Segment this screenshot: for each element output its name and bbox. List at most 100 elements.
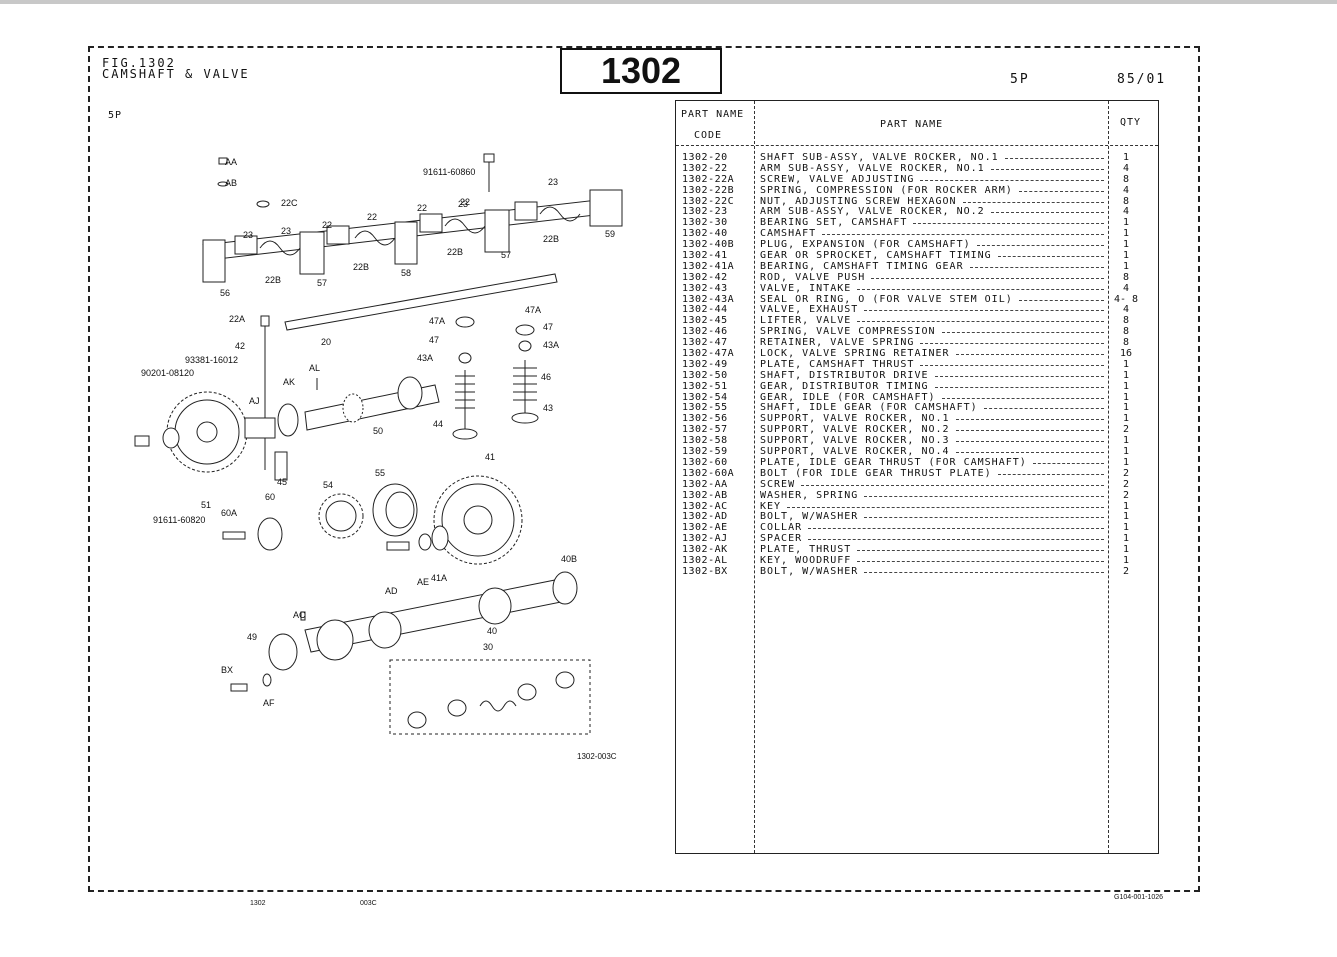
part-name: BOLT, W/WASHER <box>760 565 859 577</box>
callout-label: AC <box>293 610 306 620</box>
rocker-arm-4 <box>514 201 538 221</box>
callout-label: 57 <box>501 250 511 260</box>
callout-label: 49 <box>247 632 257 642</box>
part-code: 1302-AB <box>682 489 728 501</box>
part-name: PLUG, EXPANSION (FOR CAMSHAFT) <box>760 239 971 251</box>
callout-label: 22B <box>543 234 559 244</box>
part-code: 1302-45 <box>682 315 728 327</box>
seal-43a <box>458 352 472 364</box>
part-quantity: 4 <box>1122 282 1130 294</box>
figure-number: 1302 <box>600 50 682 91</box>
part-code: 1302-AD <box>682 511 728 523</box>
callout-label: 40B <box>561 554 577 564</box>
part-quantity: 1 <box>1122 152 1130 163</box>
spring-22b-4 <box>539 206 581 222</box>
leader-line <box>864 517 1104 519</box>
callout-label: 47A <box>525 305 541 315</box>
leader-line <box>991 168 1104 170</box>
column-header-qty: QTY <box>1120 117 1142 128</box>
part-code: 1302-AK <box>682 544 728 556</box>
part-quantity: 1 <box>1122 554 1130 566</box>
callout-label: 22B <box>353 262 369 272</box>
bearing-30-4 <box>517 683 537 701</box>
idle-and-timing-gears <box>222 475 523 565</box>
washer-af <box>262 673 272 687</box>
spring-22b-3 <box>444 218 486 234</box>
part-name: SPRING, VALVE COMPRESSION <box>760 326 936 338</box>
part-code: 1302-46 <box>682 326 728 338</box>
part-name: SUPPORT, VALVE ROCKER, NO.4 <box>760 446 950 458</box>
part-code: 1302-40 <box>682 228 728 240</box>
callout-label: 93381-16012 <box>185 355 238 365</box>
washer-ab <box>217 181 229 187</box>
callout-label: 91611-60860 <box>423 167 475 177</box>
callout-label: 22B <box>265 275 281 285</box>
callout-label: 59 <box>605 229 615 239</box>
leader-line <box>1005 158 1104 159</box>
callout-label: 46 <box>541 372 551 382</box>
part-name: GEAR, IDLE (FOR CAMSHAFT) <box>760 391 936 403</box>
part-quantity: 1 <box>1122 402 1130 414</box>
leader-line <box>871 277 1104 279</box>
leader-line <box>956 441 1104 443</box>
bearing-30-2 <box>447 699 467 717</box>
part-name: ARM SUB-ASSY, VALVE ROCKER, NO.2 <box>760 206 985 218</box>
leader-line <box>963 201 1104 203</box>
page-frame <box>88 46 1200 892</box>
part-quantity: 2 <box>1122 424 1130 436</box>
part-quantity: 4 <box>1122 184 1130 196</box>
callout-label: 60A <box>221 508 237 518</box>
part-code: 1302-22B <box>682 184 735 196</box>
part-name: SUPPORT, VALVE ROCKER, NO.1 <box>760 413 950 425</box>
part-code: 1302-60 <box>682 456 728 468</box>
bolt-60a <box>222 531 246 540</box>
part-code: 1302-41 <box>682 250 728 262</box>
part-name: SUPPORT, VALVE ROCKER, NO.2 <box>760 424 950 436</box>
part-name: GEAR OR SPROCKET, CAMSHAFT TIMING <box>760 250 992 262</box>
part-quantity: 4 <box>1122 162 1130 174</box>
rocker-shaft-20 <box>284 273 558 331</box>
part-code: 1302-56 <box>682 413 728 425</box>
callout-label: 22 <box>460 197 470 207</box>
bolt-91611-60820 <box>134 435 150 447</box>
part-code: 1302-40B <box>682 239 735 251</box>
bolt-bx <box>230 683 248 692</box>
part-name: SPACER <box>760 533 803 545</box>
callout-label: 23 <box>243 230 253 240</box>
part-quantity: 2 <box>1122 467 1130 479</box>
part-name: SHAFT, DISTRIBUTOR DRIVE <box>760 369 929 381</box>
callout-label: 50 <box>373 426 383 436</box>
bearing-set-box-30 <box>389 659 591 735</box>
callout-label: 20 <box>321 337 331 347</box>
lifter-45 <box>274 451 288 481</box>
bearing-41a <box>431 525 449 551</box>
part-quantity: 1 <box>1122 413 1130 425</box>
leader-line <box>864 310 1104 312</box>
callout-label: 90201-08120 <box>141 368 194 378</box>
leader-line <box>857 288 1104 290</box>
spacer-aj <box>244 417 276 439</box>
issue-date: 85/01 <box>1117 72 1167 87</box>
part-quantity: 1 <box>1122 391 1130 403</box>
callout-label: AB <box>225 178 237 188</box>
part-quantity: 1 <box>1122 522 1130 534</box>
illustration-code: 1302-003C <box>577 752 617 761</box>
part-name: SEAL OR RING, O (FOR VALVE STEM OIL) <box>760 293 1013 305</box>
callout-label: AJ <box>249 396 260 406</box>
leader-line <box>1019 299 1104 301</box>
expansion-plug-40b <box>552 571 578 605</box>
footer-left-code: 1302 <box>250 900 266 907</box>
leader-line <box>864 495 1104 497</box>
callout-label: AK <box>283 377 295 387</box>
screw-aa <box>218 157 228 165</box>
